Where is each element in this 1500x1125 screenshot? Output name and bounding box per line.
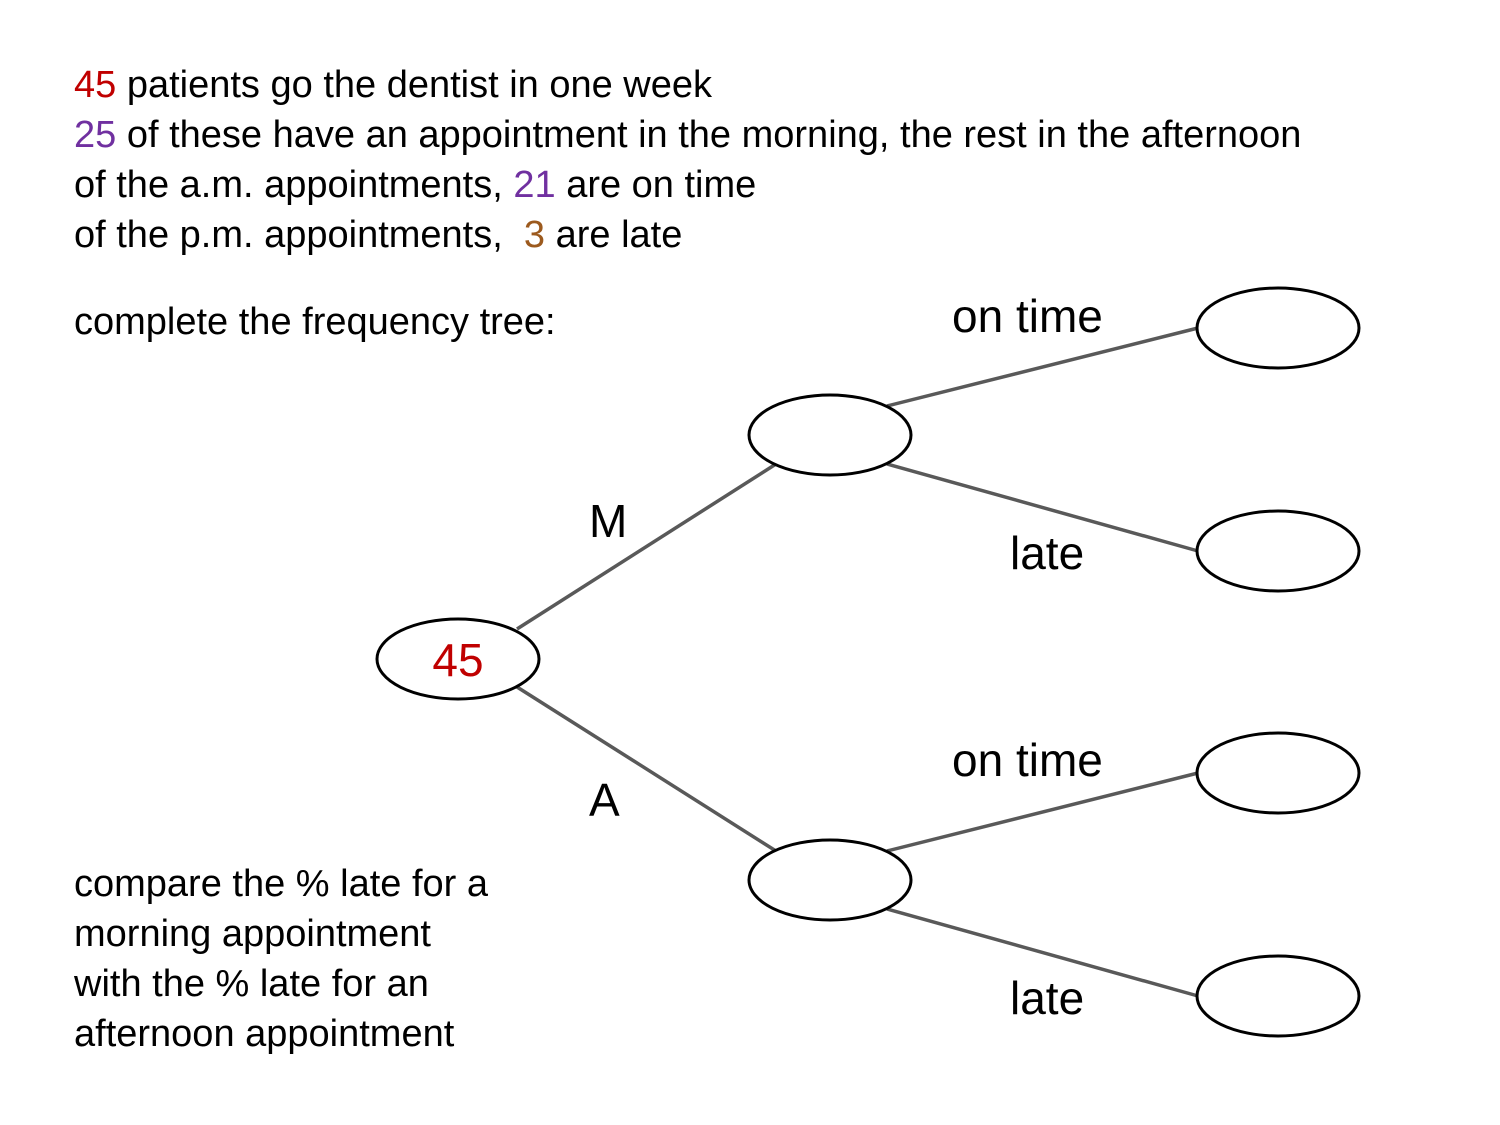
root-node [375, 617, 541, 701]
edge-morning-on-time [886, 326, 1199, 408]
root-node-value: 45 [432, 634, 483, 686]
problem-line-am-on-time: of the a.m. appointments, 21 are on time [74, 160, 756, 210]
pm-late-number: 3 [523, 214, 546, 256]
compare-line: compare the % late for a [74, 863, 488, 905]
branch-label-afternoon: A [589, 774, 620, 826]
afternoon-late-node[interactable] [1195, 954, 1361, 1038]
instruction-text: complete the frequency tree: [74, 301, 556, 343]
branch-label-morning-late: late [1010, 527, 1084, 579]
morning-patients-number: 25 [74, 114, 117, 156]
compare-line: afternoon appointment [74, 1013, 455, 1055]
branch-label-morning: M [589, 495, 627, 547]
problem-line-pm-late: of the p.m. appointments, 3 are late [74, 210, 682, 260]
problem-line-am-suffix: are on time [555, 164, 757, 206]
edge-root-morning [516, 462, 777, 631]
afternoon-total-node[interactable] [747, 838, 913, 922]
edge-root-afternoon [516, 685, 777, 853]
edge-morning-late [886, 462, 1199, 553]
branch-label-morning-on-time: on time [952, 290, 1103, 342]
edge-afternoon-on-time [886, 771, 1199, 853]
morning-late-node[interactable] [1195, 509, 1361, 593]
am-on-time-number: 21 [513, 164, 556, 206]
problem-line-pm-prefix: of the p.m. appointments, [74, 214, 524, 256]
compare-line: morning appointment [74, 913, 431, 955]
problem-line-total: 45 patients go the dentist in one week [74, 60, 712, 110]
morning-on-time-node[interactable] [1195, 286, 1361, 370]
problem-line-pm-suffix: are late [545, 214, 683, 256]
total-patients-number: 45 [74, 64, 117, 106]
branch-label-afternoon-late: late [1010, 972, 1084, 1024]
compare-line: with the % late for an [74, 963, 429, 1005]
problem-line-total-text: patients go the dentist in one week [116, 64, 713, 106]
compare-question: compare the % late for a morning appoint… [74, 859, 488, 1059]
edge-afternoon-late [886, 907, 1199, 998]
afternoon-on-time-node[interactable] [1195, 731, 1361, 815]
problem-line-morning-text: of these have an appointment in the morn… [116, 114, 1302, 156]
problem-line-am-prefix: of the a.m. appointments, [74, 164, 514, 206]
problem-line-morning: 25 of these have an appointment in the m… [74, 110, 1301, 160]
morning-total-node[interactable] [747, 393, 913, 477]
branch-label-afternoon-on-time: on time [952, 734, 1103, 786]
